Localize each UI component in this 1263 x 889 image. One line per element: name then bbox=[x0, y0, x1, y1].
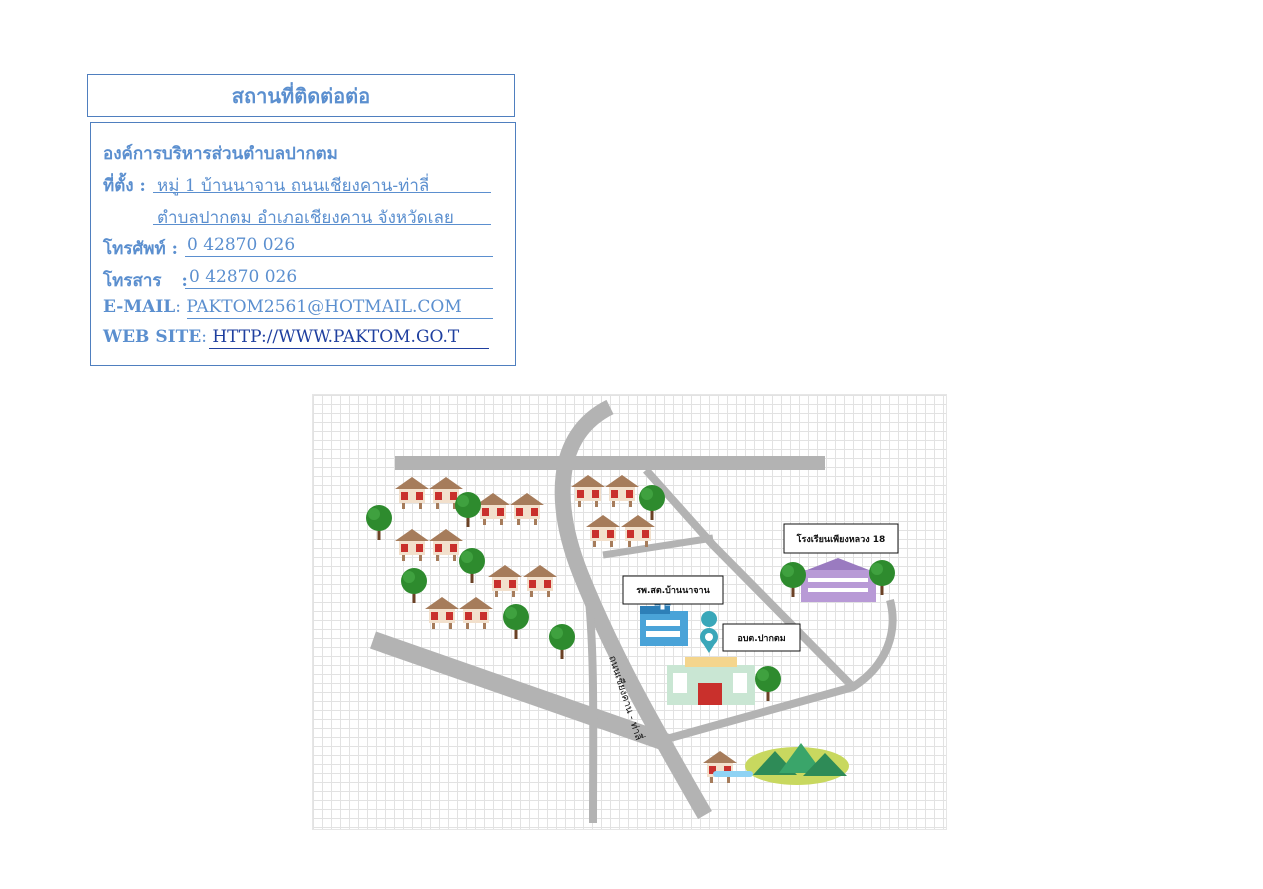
location-map: ถนนเชียงคาน - ท่าลี่ โรงเรียนเพียงหลวง 1… bbox=[312, 394, 947, 830]
address-underline-1 bbox=[153, 192, 491, 193]
health-center-label: รพ.สต.บ้านนาจาน bbox=[636, 586, 710, 596]
org-name: องค์การบริหารส่วนตำบลปากตม bbox=[103, 144, 338, 164]
phone-value: 0 42870 026 bbox=[187, 235, 296, 255]
web-underline bbox=[209, 348, 489, 349]
sao-office-label: อบต.ปากตม bbox=[737, 633, 786, 644]
address-underline-2 bbox=[153, 224, 491, 225]
web-row: WEB SITE: HTTP://WWW.PAKTOM.GO.T bbox=[103, 327, 460, 347]
email-value[interactable]: PAKTOM2561@HOTMAIL.COM bbox=[186, 297, 462, 317]
roads bbox=[370, 399, 897, 824]
health-center-building bbox=[622, 575, 724, 646]
address-label: ที่ตั้ง : bbox=[103, 176, 146, 196]
fax-value: 0 42870 026 bbox=[189, 267, 298, 287]
email-underline bbox=[187, 318, 493, 319]
map-graphic: ถนนเชียงคาน - ท่าลี่ bbox=[366, 399, 899, 824]
fax-underline bbox=[185, 288, 493, 289]
address-line-1: หมู่ 1 บ้านนาจาน ถนนเชียงคาน-ท่าลี่ bbox=[157, 176, 430, 196]
address-line-2: ตำบลปากตม อำเภอเชียงคาน จังหวัดเลย bbox=[157, 208, 454, 228]
school-building bbox=[780, 523, 899, 602]
road-west-diagonal bbox=[370, 631, 671, 752]
road-south-vertical bbox=[584, 589, 598, 824]
phone-label: โทรศัพท์ : bbox=[103, 239, 178, 259]
pond-and-hills bbox=[713, 743, 849, 785]
contact-info-box: องค์การบริหารส่วนตำบลปากตม ที่ตั้ง : หมู… bbox=[90, 122, 516, 366]
email-row: E-MAIL: PAKTOM2561@HOTMAIL.COM bbox=[103, 297, 462, 317]
school-label: โรงเรียนเพียงหลวง 18 bbox=[796, 534, 886, 545]
fax-label: โทรสาร : bbox=[103, 271, 188, 291]
road-east-diagonal bbox=[643, 467, 856, 690]
phone-underline bbox=[185, 256, 493, 257]
road-branch-west bbox=[602, 534, 714, 559]
sao-office-building bbox=[667, 611, 801, 705]
contact-heading: สถานที่ติดต่อต่อ bbox=[231, 83, 371, 108]
web-link[interactable]: HTTP://WWW.PAKTOM.GO.T bbox=[212, 327, 460, 347]
road-lower bbox=[661, 598, 897, 744]
contact-heading-box: สถานที่ติดต่อต่อ bbox=[87, 74, 515, 117]
